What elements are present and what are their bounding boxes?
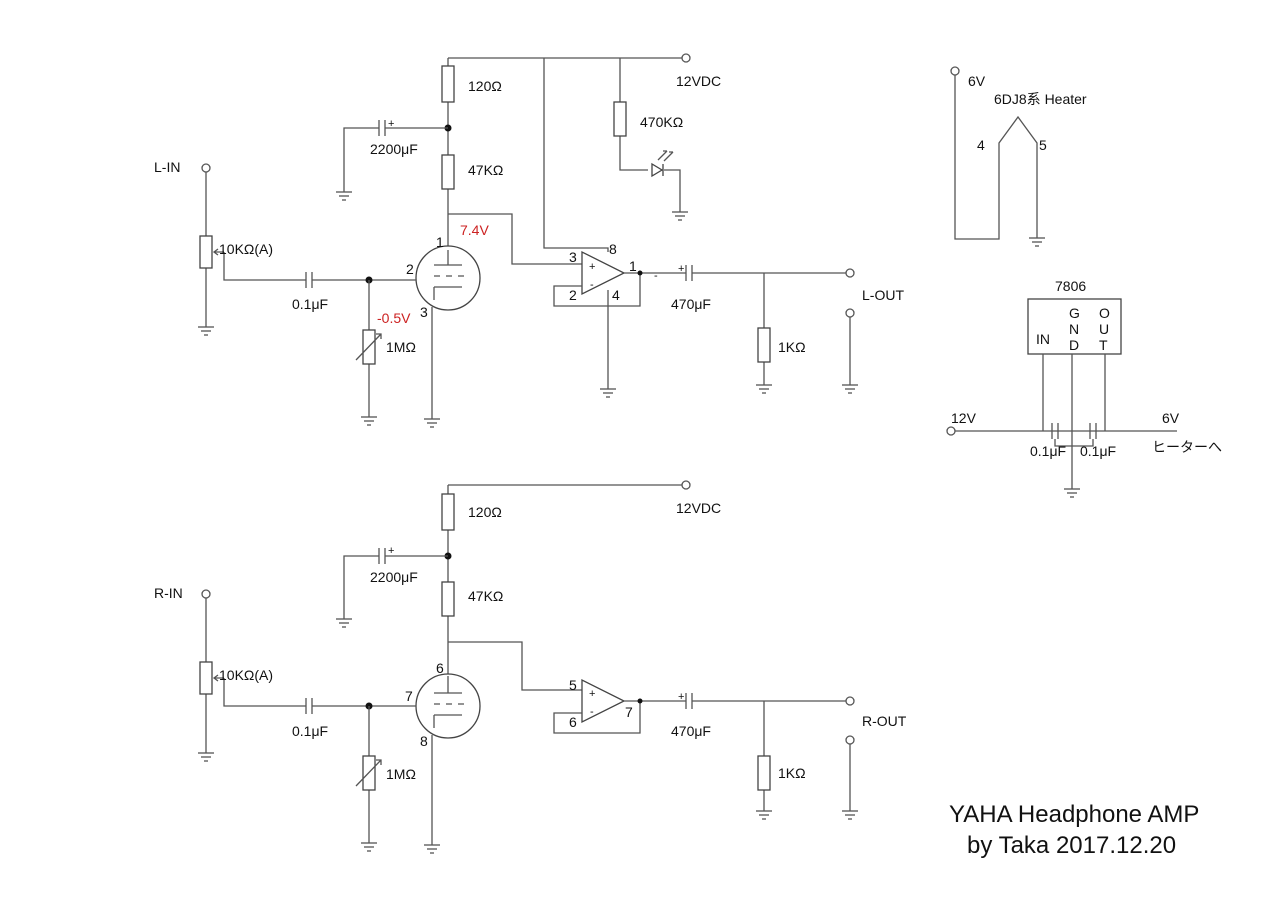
l-c-decouple-label: 2200μF (370, 141, 418, 157)
r-supply-terminal (681, 480, 691, 490)
r-in-label: R-IN (154, 585, 183, 601)
l-r-plate (441, 154, 455, 190)
l-out-terminal (845, 268, 855, 278)
r-c-in-label: 0.1μF (292, 723, 328, 739)
l-opamp-pin-in-minus: 2 (569, 287, 577, 303)
heater-supply-terminal (950, 66, 960, 76)
l-tube-pin-plate: 1 (436, 234, 444, 250)
r-r-load-label: 1KΩ (778, 765, 806, 781)
regulator-body (1027, 298, 1122, 355)
r-volume-pot-label: 10KΩ(A) (219, 667, 273, 683)
l-c-out-label: 470μF (671, 296, 711, 312)
l-led-resistor-label: 470KΩ (640, 114, 683, 130)
l-v-plate: 7.4V (460, 222, 489, 238)
r-out-terminal (845, 696, 855, 706)
regulator-to-heater: ヒーターへ (1152, 439, 1222, 455)
r-opamp-pin-in-plus: 5 (569, 677, 577, 693)
l-r-plate-top (441, 65, 455, 103)
l-led-resistor (613, 101, 627, 137)
title-line-1: YAHA Headphone AMP (949, 801, 1199, 828)
heater-supply-label: 6V (968, 73, 986, 89)
regulator-v-out: 6V (1162, 410, 1180, 426)
r-tube-pin-grid: 7 (405, 688, 413, 704)
l-out-label: L-OUT (862, 287, 904, 303)
l-r-plate-top-label: 120Ω (468, 78, 502, 94)
r-c-out-label: 470μF (671, 723, 711, 739)
l-c-in-label: 0.1μF (292, 296, 328, 312)
r-tube-pin-plate: 6 (436, 660, 444, 676)
l-opamp-pin-in-plus: 3 (569, 249, 577, 265)
l-r-grid-label: 1MΩ (386, 339, 416, 355)
regulator-c1-label: 0.1μF (1030, 443, 1066, 459)
regulator-out-1: O (1099, 305, 1110, 321)
l-tube-pin-cathode: 3 (420, 304, 428, 320)
r-volume-pot (199, 661, 213, 695)
regulator-v-in: 12V (951, 410, 977, 426)
l-opamp-pin-gnd: 4 (612, 287, 620, 303)
l-opamp (581, 250, 626, 296)
right-channel: 12VDC 120Ω 47KΩ + 2200μF 6 7 8 R-IN 10KΩ… (154, 480, 907, 854)
l-opamp-minus: - (590, 279, 594, 291)
l-c-decouple-plus: + (388, 118, 394, 130)
l-c-out-plus: + (678, 263, 684, 275)
r-supply-label: 12VDC (676, 500, 721, 516)
r-c-out-plus: + (678, 691, 684, 703)
l-opamp-plus: + (589, 261, 595, 273)
r-tube-pin-cathode: 8 (420, 733, 428, 749)
l-supply-terminal (681, 53, 691, 63)
l-in-label: L-IN (154, 159, 180, 175)
l-junction-out (637, 270, 643, 276)
led-icon (651, 162, 664, 178)
l-tube-pin-grid: 2 (406, 261, 414, 277)
r-r-plate-top (441, 493, 455, 531)
r-r-plate (441, 581, 455, 617)
regulator-name: 7806 (1055, 278, 1086, 294)
regulator-gnd-3: D (1069, 337, 1079, 353)
l-r-load-label: 1KΩ (778, 339, 806, 355)
r-c-decouple-label: 2200μF (370, 569, 418, 585)
r-r-load (757, 755, 771, 791)
heater-label: 6DJ8系 Heater (994, 91, 1087, 107)
r-opamp-minus: - (590, 706, 594, 718)
l-opamp-pin-out: 1 (629, 258, 637, 274)
regulator-gnd-1: G (1069, 305, 1080, 321)
l-tube (415, 245, 481, 311)
r-opamp-pin-in-minus: 6 (569, 714, 577, 730)
heater-pin-a: 4 (977, 137, 985, 153)
r-opamp-plus: + (589, 688, 595, 700)
regulator-in-terminal (946, 426, 956, 436)
l-volume-pot (199, 235, 213, 269)
r-c-decouple-plus: + (388, 545, 394, 557)
r-out-gnd-terminal (845, 735, 855, 745)
r-opamp-pin-out: 7 (625, 704, 633, 720)
r-r-plate-label: 47KΩ (468, 588, 503, 604)
l-opamp-pin-vcc: 8 (609, 241, 617, 257)
l-r-plate-label: 47KΩ (468, 162, 503, 178)
l-out-gnd-terminal (845, 308, 855, 318)
regulator-gnd-2: N (1069, 321, 1079, 337)
heater-circuit: 6V 6DJ8系 Heater 4 5 (950, 66, 1087, 247)
regulator-circuit: 7806 IN G N D O U T 12V 6V 0.1μF 0.1μF ヒ… (946, 278, 1222, 498)
regulator-pin-in: IN (1036, 331, 1050, 347)
l-r-load (757, 327, 771, 363)
r-junction-out (637, 698, 643, 704)
regulator-out-3: T (1099, 337, 1108, 353)
l-supply-label: 12VDC (676, 73, 721, 89)
r-r-grid-label: 1MΩ (386, 766, 416, 782)
heater-pin-b: 5 (1039, 137, 1047, 153)
l-v-grid: -0.5V (377, 310, 411, 326)
title-line-2: by Taka 2017.12.20 (967, 832, 1176, 859)
regulator-c2-label: 0.1μF (1080, 443, 1116, 459)
regulator-out-2: U (1099, 321, 1109, 337)
l-in-terminal (201, 163, 211, 173)
r-r-plate-top-label: 120Ω (468, 504, 502, 520)
r-in-terminal (201, 589, 211, 599)
l-out-minus: - (654, 270, 658, 282)
r-opamp (581, 678, 626, 724)
left-channel: 12VDC 120Ω 47KΩ + 2200μF 7.4V 1 2 3 L-IN… (154, 53, 904, 428)
l-volume-pot-label: 10KΩ(A) (219, 241, 273, 257)
r-out-label: R-OUT (862, 713, 907, 729)
